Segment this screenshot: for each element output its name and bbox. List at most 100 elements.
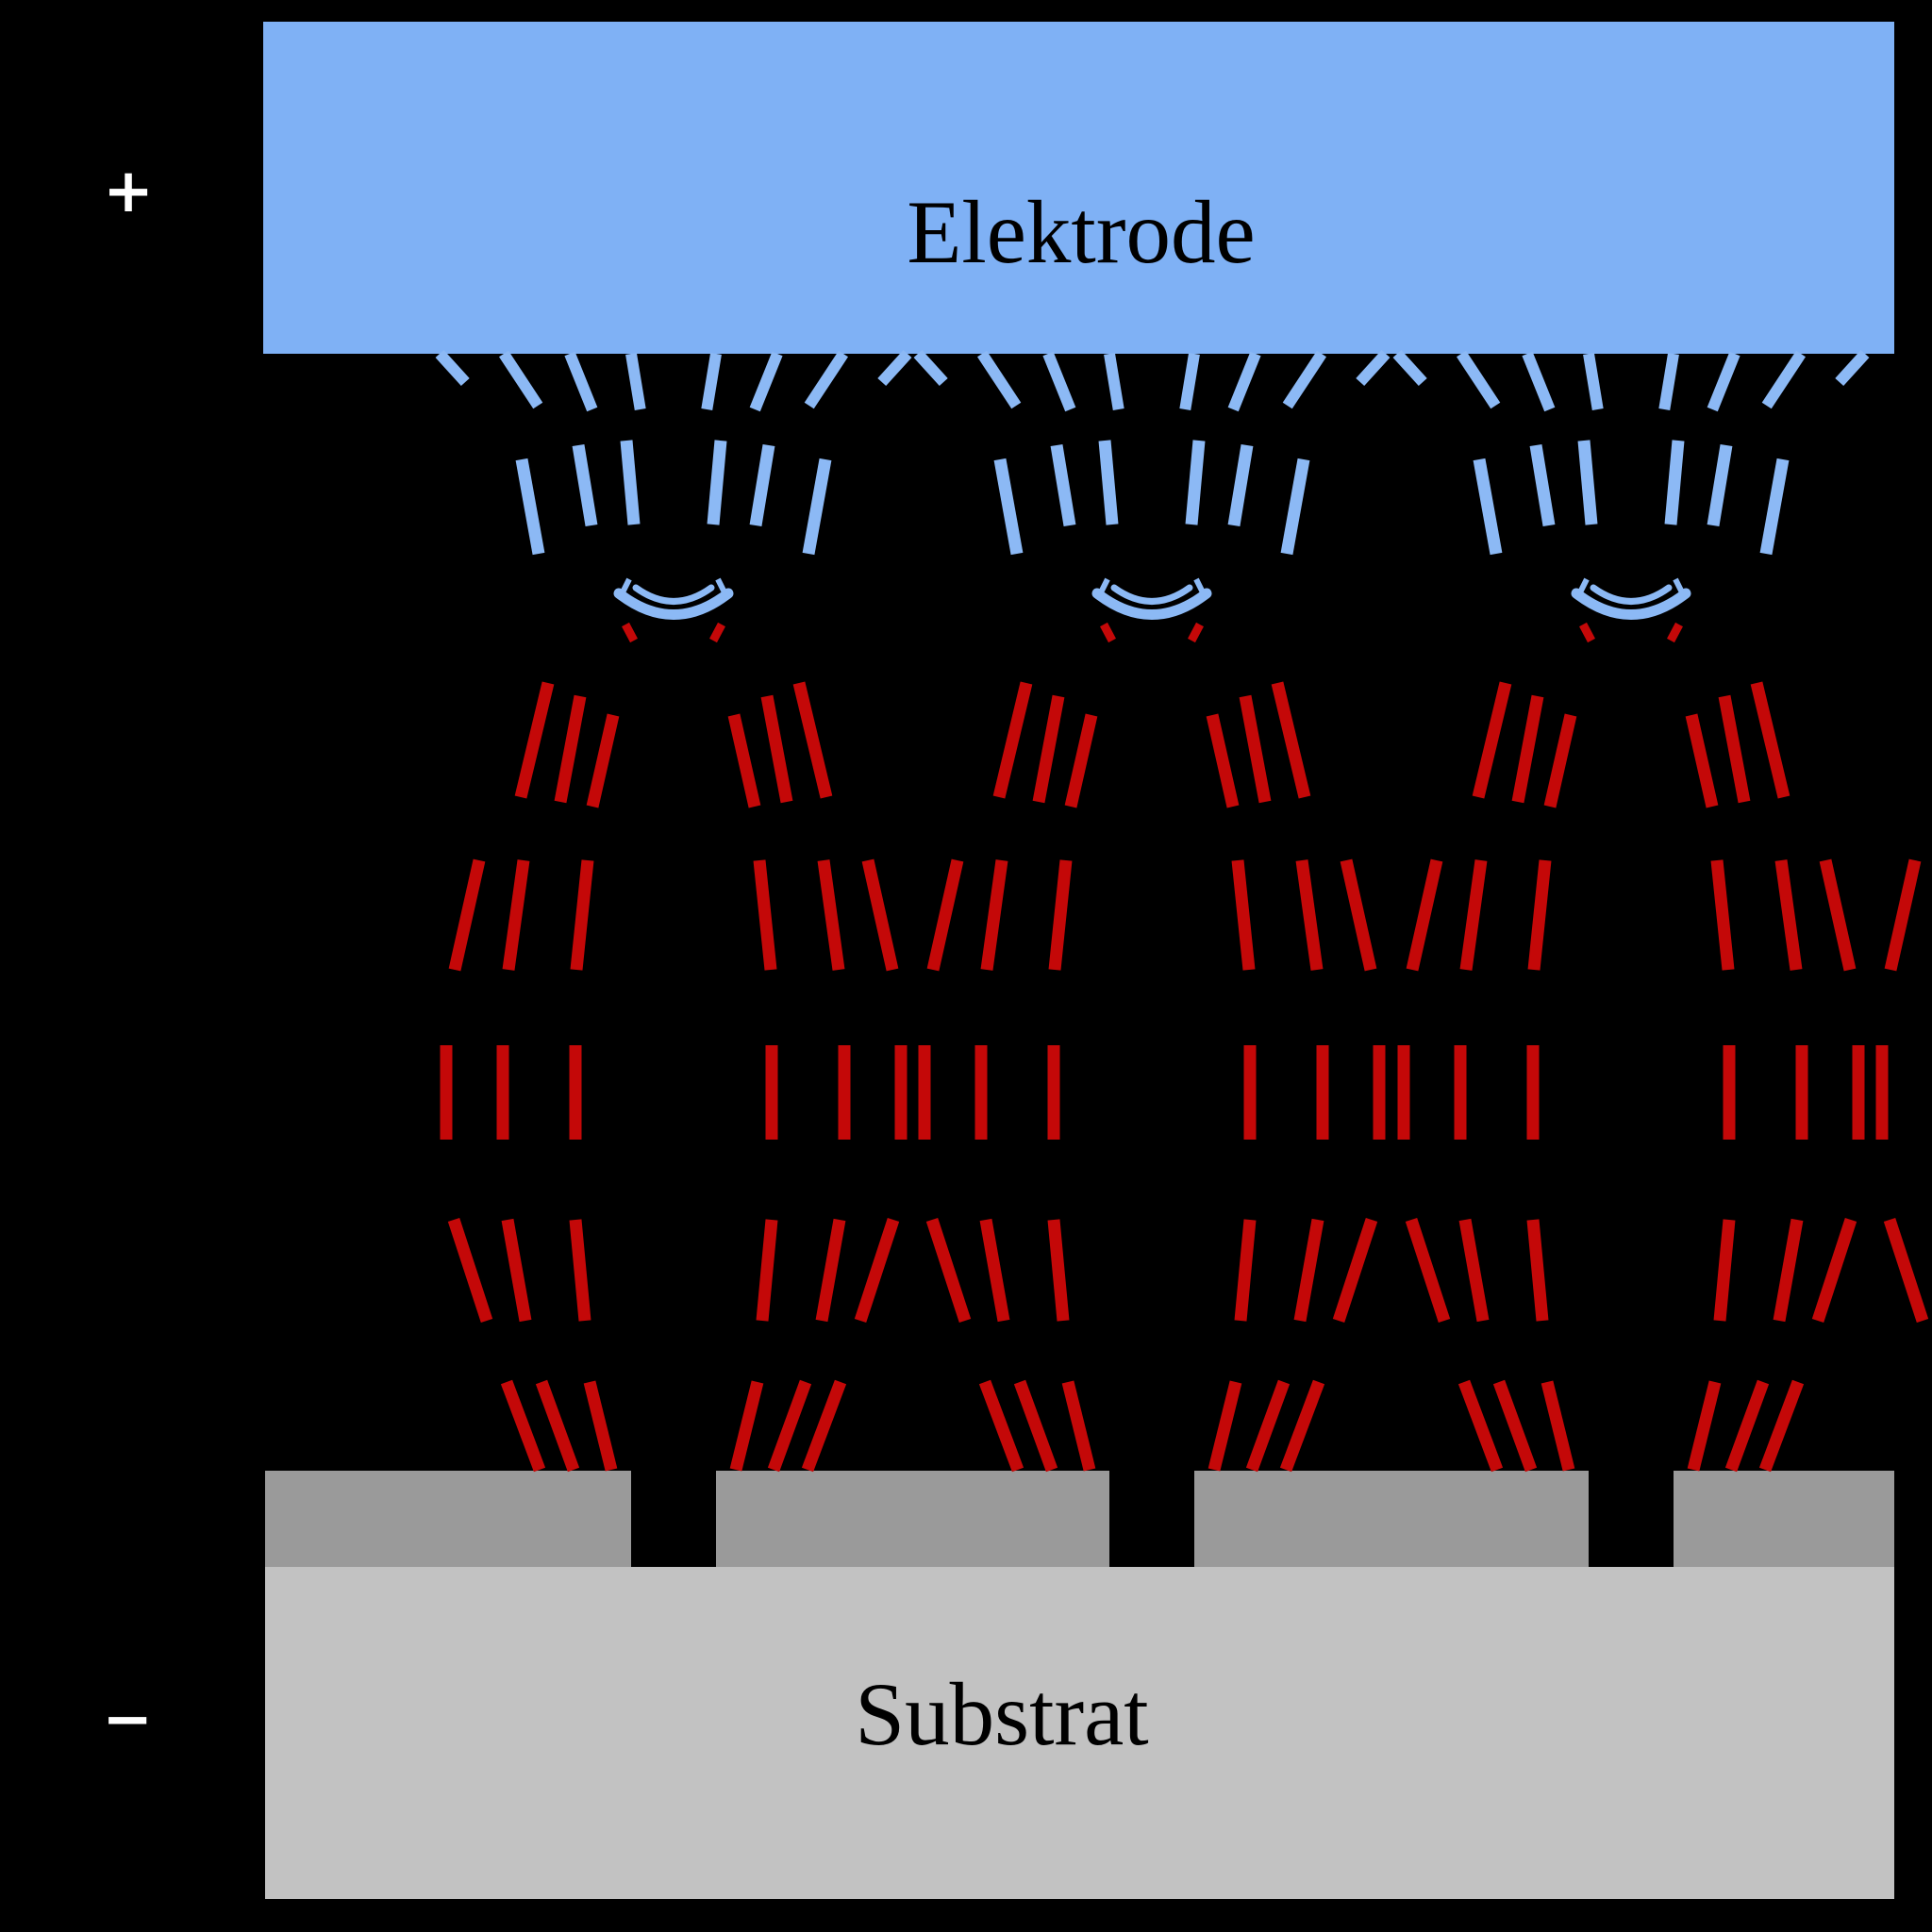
electrode-field-lines	[435, 349, 1870, 620]
red-field-dash	[1773, 1218, 1804, 1323]
electrode-field-bundle	[1392, 349, 1870, 620]
tip-barb	[1576, 577, 1590, 596]
substrate-field-bundle	[440, 622, 908, 1473]
red-field-dash	[1279, 1379, 1325, 1473]
electrode-tick-dash	[1179, 353, 1200, 410]
electrode-tick-dash	[1658, 353, 1679, 410]
mask-segment	[1194, 1471, 1589, 1567]
electrode-tick-dash	[913, 349, 948, 387]
red-field-dash	[1687, 1380, 1722, 1472]
blue-fan-dash	[620, 440, 641, 525]
blue-fan-dash	[1050, 443, 1076, 527]
red-field-dash	[1208, 1380, 1242, 1472]
red-field-dash	[1472, 681, 1512, 799]
red-field-dash	[925, 1217, 972, 1324]
red-field-dash	[1295, 859, 1324, 971]
electrode-tick-dash	[1392, 349, 1427, 387]
red-field-dash	[1459, 859, 1488, 971]
blue-fan-dash	[1707, 443, 1733, 527]
red-crown-dash	[1667, 622, 1683, 643]
red-field-dash	[801, 1379, 847, 1473]
red-field-dash	[501, 1218, 532, 1323]
blue-fan-dash	[572, 443, 598, 527]
mask-layer	[265, 1471, 1894, 1567]
red-field-dash	[1458, 1218, 1490, 1323]
red-field-dash	[1819, 858, 1857, 972]
substrate-field-bundle	[1397, 622, 1865, 1473]
plus-terminal-sign: +	[103, 157, 154, 226]
red-field-dash	[1883, 1217, 1929, 1324]
red-crown-dash	[1188, 622, 1204, 643]
red-field-dash	[1457, 1379, 1504, 1473]
red-field-dash	[1332, 1217, 1378, 1324]
red-field-dash	[1340, 858, 1377, 972]
red-field-dash	[1541, 1380, 1575, 1472]
tip-barb	[1097, 577, 1110, 596]
electrode-tick-dash	[976, 350, 1022, 409]
red-field-dash	[1774, 859, 1803, 971]
red-field-dash	[1750, 681, 1790, 799]
electrode-tick-dash	[1356, 349, 1391, 387]
red-crown-dash	[622, 622, 638, 643]
red-field-dash	[1239, 694, 1272, 804]
mask-segment	[1674, 1471, 1894, 1567]
red-crown-dash	[1579, 622, 1595, 643]
electrode-field-bundle	[435, 349, 912, 620]
blue-fan-dash	[1577, 440, 1598, 525]
electrode-tick-dash	[1835, 349, 1870, 387]
electrode-tick-dash	[1583, 353, 1604, 410]
blue-fan-dash	[1664, 440, 1685, 525]
red-field-dash	[1724, 1379, 1770, 1473]
electrode-tick-dash	[1042, 351, 1076, 412]
red-field-dash	[760, 694, 793, 804]
red-field-dash	[1293, 1218, 1324, 1323]
red-field-dash	[583, 1380, 618, 1472]
blue-fan-dash	[1473, 458, 1503, 556]
red-field-dash	[815, 1218, 846, 1323]
electrode-tick-dash	[1707, 351, 1740, 412]
mask-segment	[716, 1471, 1109, 1567]
red-field-dash	[554, 694, 587, 804]
red-field-dash	[586, 713, 620, 808]
substrate-label: Substrat	[855, 1664, 1148, 1764]
tip-barb	[1673, 577, 1686, 596]
red-field-dash	[861, 858, 899, 972]
substrate-field-lines	[440, 622, 1929, 1473]
red-field-dash	[753, 859, 777, 971]
red-field-dash	[817, 859, 845, 971]
red-field-dash	[1713, 1219, 1736, 1322]
blue-fan-dash	[515, 458, 545, 556]
substrate-rect	[265, 1567, 1894, 1899]
electrode-tick-dash	[625, 353, 646, 410]
electrode-tick-dash	[435, 349, 470, 387]
red-field-dash	[980, 859, 1008, 971]
tip-crescent-inner	[1110, 584, 1193, 605]
red-field-dash	[1685, 713, 1719, 808]
blue-fan-dash	[1227, 443, 1254, 527]
red-field-dash	[1405, 1217, 1451, 1324]
substrate-field-bundle	[918, 622, 1386, 1473]
red-field-dash	[502, 859, 530, 971]
red-field-dash	[448, 858, 486, 972]
red-field-dash	[447, 1217, 493, 1324]
red-field-dash	[729, 1380, 764, 1472]
electrode-tick-dash	[804, 350, 849, 409]
red-field-dash	[979, 1218, 1010, 1323]
tip-crescent-inner	[1590, 584, 1673, 605]
tip-barb	[619, 577, 632, 596]
red-field-dash	[792, 681, 833, 799]
tip-crescent	[613, 588, 734, 620]
red-field-dash	[1047, 1219, 1070, 1322]
electrode-tick-dash	[564, 351, 598, 412]
blue-fan-dash	[1759, 458, 1790, 556]
red-field-dash	[727, 713, 761, 808]
electrode-tick-dash	[1761, 350, 1807, 409]
red-crown-dash	[1100, 622, 1116, 643]
red-field-dash	[1811, 1217, 1857, 1324]
red-field-dash	[756, 1219, 778, 1322]
red-field-dash	[767, 1379, 812, 1473]
electrode-tick-dash	[877, 349, 912, 387]
red-field-dash	[1527, 859, 1552, 971]
electrode-tick-dash	[1227, 351, 1261, 412]
